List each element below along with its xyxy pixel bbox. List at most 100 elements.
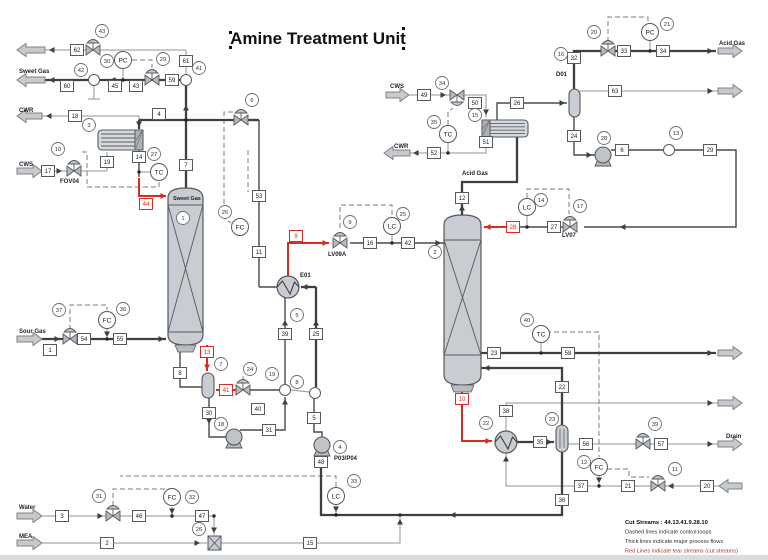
pipe-junction-dot xyxy=(390,241,394,245)
stream-box-16 xyxy=(363,237,377,249)
stream-box-27 xyxy=(547,221,561,233)
stream-number: 61 xyxy=(183,59,190,65)
process-pipe xyxy=(505,402,719,431)
stream-box-52 xyxy=(427,147,441,159)
tag-circle-42 xyxy=(74,63,88,77)
column-packing-cross xyxy=(443,239,482,356)
control-valve-body xyxy=(635,438,644,450)
control-valve-body xyxy=(449,89,458,101)
stream-box-40 xyxy=(251,403,265,415)
stream-outlet-arrow xyxy=(16,72,46,88)
pipe-junction-dot xyxy=(539,351,543,355)
control-line xyxy=(339,204,393,228)
flow-arrow xyxy=(620,224,626,230)
tag-circle-7 xyxy=(214,357,228,371)
stream-number: 22 xyxy=(559,385,566,391)
flow-arrow xyxy=(97,513,103,519)
tag-circle-31 xyxy=(92,489,106,503)
control-valve-body xyxy=(562,221,571,233)
stream-number: 37 xyxy=(578,484,585,490)
stream-box-58 xyxy=(561,347,575,359)
stream-number: 16 xyxy=(367,241,374,247)
tag-circle-4 xyxy=(333,440,347,454)
tag-circle-26 xyxy=(192,522,206,536)
pipe-junction-dot xyxy=(184,118,188,122)
tag-number: 7 xyxy=(219,362,222,368)
tag-number: 34 xyxy=(439,81,446,87)
stream-box-53 xyxy=(252,190,266,202)
tag-circle-9 xyxy=(343,215,357,229)
tag-number: 11 xyxy=(672,467,678,473)
stream-box-63 xyxy=(608,85,622,97)
process-pipe xyxy=(290,389,310,393)
stream-box-42 xyxy=(401,237,415,249)
tag-number: 8 xyxy=(295,380,298,386)
flash-drum xyxy=(201,372,215,399)
stream-number: 31 xyxy=(266,428,273,434)
stream-box-25 xyxy=(309,328,323,340)
tag-number: 6 xyxy=(250,98,253,104)
stream-number: 11 xyxy=(256,250,263,256)
instrument-label: PC xyxy=(645,29,654,36)
tag-number: 33 xyxy=(351,479,357,485)
pump-flash xyxy=(225,428,243,446)
flow-arrow xyxy=(483,109,489,115)
tag-number: 21 xyxy=(664,22,670,28)
instrument-label: LC xyxy=(523,204,532,211)
stream-number: 25 xyxy=(313,332,320,338)
stream-box-61 xyxy=(179,55,193,67)
stream-number: 52 xyxy=(431,151,438,157)
junction-node xyxy=(663,144,675,156)
stream-number: 53 xyxy=(256,194,263,200)
flow-arrow xyxy=(450,512,456,518)
tag-number: 28 xyxy=(601,136,607,142)
tag-circle-16 xyxy=(554,47,568,61)
stream-number: 41 xyxy=(223,388,230,394)
flow-arrow xyxy=(413,150,419,156)
tag-number: 23 xyxy=(549,417,555,423)
stream-box-4 xyxy=(152,108,166,120)
tag-number: 32 xyxy=(189,495,195,501)
control-valve-body xyxy=(332,237,341,249)
stream-number: 20 xyxy=(704,484,711,490)
stream-box-23 xyxy=(487,347,501,359)
cut-stream-box-28 xyxy=(506,221,520,233)
flow-arrow xyxy=(211,527,217,533)
cut-stream-box-10 xyxy=(455,393,469,405)
stream-box-22 xyxy=(555,381,569,393)
stream-box-39 xyxy=(278,328,292,340)
stream-box-55 xyxy=(113,333,127,345)
tag-circle-18 xyxy=(214,417,228,431)
instrument-label: TC xyxy=(155,169,164,176)
stream-outlet-arrow xyxy=(717,83,743,99)
pipe-junction-dot xyxy=(446,151,450,155)
process-pipe xyxy=(505,453,651,487)
tag-number: 9 xyxy=(348,220,351,226)
stream-outlet-arrow xyxy=(717,43,743,59)
control-line xyxy=(69,304,108,330)
stream-box-36 xyxy=(555,494,569,506)
stream-arrow xyxy=(16,331,43,347)
text-label: Drain xyxy=(726,434,742,440)
junction-node xyxy=(180,74,192,86)
stream-box-20 xyxy=(700,480,714,492)
instrument-label: PC xyxy=(118,57,127,64)
title-mark xyxy=(402,47,405,50)
stream-arrow xyxy=(16,535,43,551)
tag-circle-17 xyxy=(573,199,587,213)
valve-actuator-dome xyxy=(145,69,159,74)
flow-arrow xyxy=(158,336,164,342)
head-hatch xyxy=(135,131,143,149)
tag-number: 16 xyxy=(558,52,564,58)
head-hatch xyxy=(482,121,490,136)
stream-number: 3 xyxy=(60,514,64,520)
control-valve-body xyxy=(657,480,666,492)
control-valve-body xyxy=(144,74,153,86)
flow-arrow xyxy=(559,100,565,106)
flow-arrow xyxy=(136,121,142,127)
control-line xyxy=(526,188,570,214)
tag-circle-36 xyxy=(116,302,130,316)
stream-number: 47 xyxy=(199,514,206,520)
stream-arrow xyxy=(16,163,43,179)
